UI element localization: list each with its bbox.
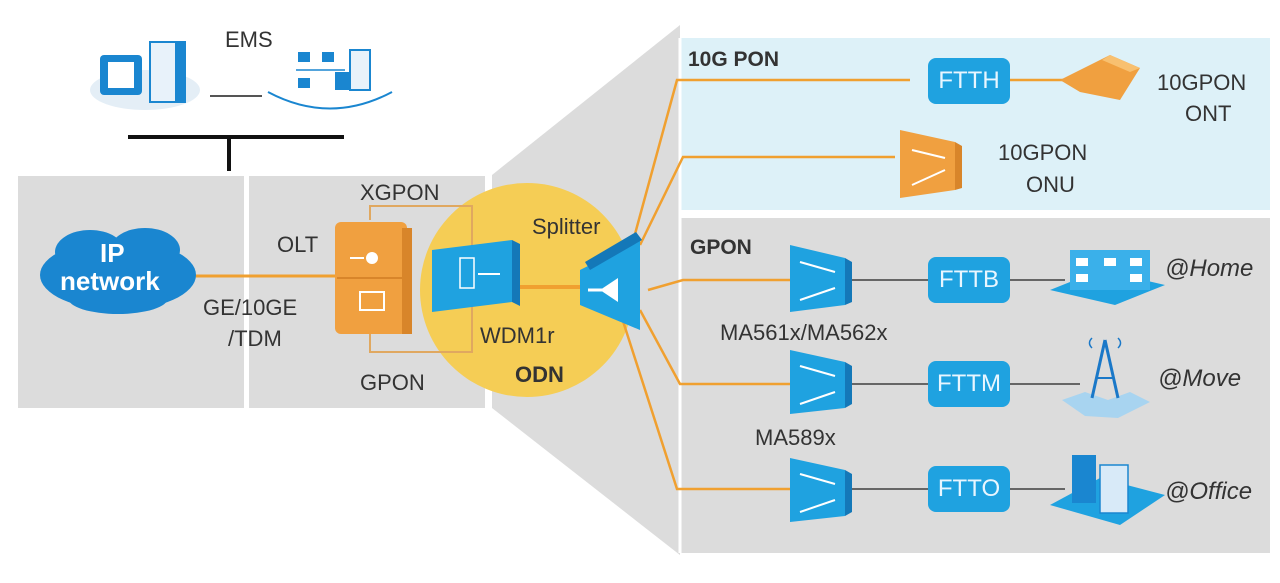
odn-title: ODN — [515, 362, 564, 387]
gpon-olt-label: GPON — [360, 370, 425, 395]
10gpon-onu-icon — [900, 130, 962, 198]
splitter-device-icon — [580, 232, 642, 330]
home-building-icon — [1050, 250, 1165, 305]
fiber-10gpon-ont — [630, 78, 910, 246]
fiber-ftto — [620, 317, 795, 491]
ip-network-cloud-icon — [40, 228, 196, 314]
fttb-box: FTTB — [928, 257, 1010, 303]
wdm1r-device-icon — [432, 240, 520, 312]
ip-network-label-line2: network — [60, 266, 160, 296]
ma561x-label: MA561x/MA562x — [720, 320, 888, 345]
uplink-label-line1: GE/10GE — [203, 295, 298, 320]
ont-label-line1: 10GPON — [1157, 70, 1247, 95]
mdu-ftto-icon — [790, 458, 852, 522]
ems-client-icon — [90, 41, 200, 110]
onu-label-line1: 10GPON — [998, 140, 1088, 165]
ont-label-line2: ONT — [1185, 101, 1232, 126]
olt-label: OLT — [277, 232, 319, 257]
fiber-fttm — [638, 309, 795, 386]
office-label: @Office — [1165, 478, 1253, 505]
ems-label: EMS — [225, 27, 273, 52]
ip-network-label-line1: IP — [100, 238, 125, 268]
fttm-box: FTTM — [928, 361, 1010, 407]
onu-label-line2: ONU — [1026, 172, 1075, 197]
ftto-box: FTTO — [928, 466, 1010, 512]
ma589x-label: MA589x — [755, 425, 836, 450]
pon10g-title: 10G PON — [688, 48, 780, 71]
fiber-10gpon-onu — [638, 155, 895, 246]
ems-server-network-icon — [267, 49, 393, 110]
wdm1r-label: WDM1r — [480, 323, 555, 348]
gpon-title: GPON — [690, 236, 752, 259]
move-label: @Move — [1158, 365, 1242, 392]
splitter-label: Splitter — [532, 214, 601, 239]
mdu-ma561x-icon — [790, 245, 852, 312]
fiber-fttb — [647, 278, 795, 292]
uplink-label-line2: /TDM — [228, 326, 282, 351]
home-label: @Home — [1165, 255, 1254, 282]
olt-device-icon — [335, 222, 412, 334]
10gpon-ont-icon — [1060, 55, 1140, 100]
mobile-tower-icon — [1062, 337, 1150, 418]
ftth-box: FTTH — [928, 58, 1010, 104]
office-building-icon — [1050, 455, 1165, 525]
xgpon-label: XGPON — [360, 180, 440, 205]
odn-circle — [420, 183, 634, 397]
xgpon-fiber — [369, 205, 473, 250]
mdu-ma589x-icon — [790, 350, 852, 414]
gpon-fiber — [369, 300, 473, 353]
